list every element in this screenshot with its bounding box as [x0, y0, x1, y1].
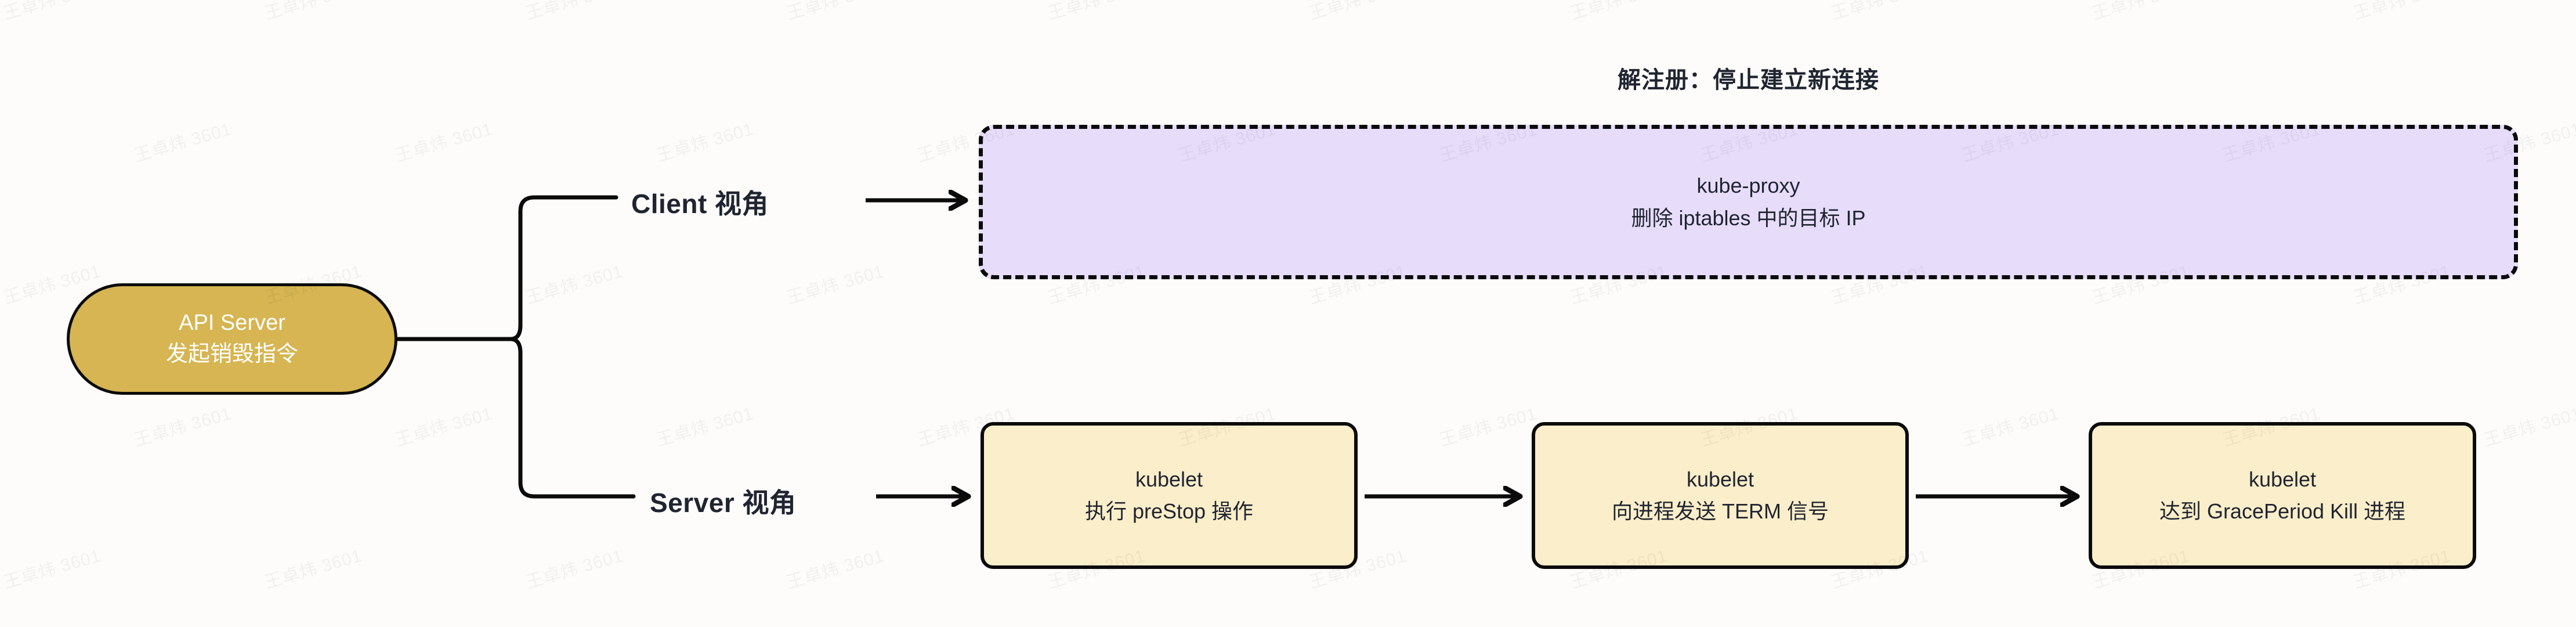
node-kubelet-graceperiod-kill[interactable]: kubelet 达到 GracePeriod Kill 进程 [2089, 422, 2476, 569]
node-kubelet-prestop-line1: kubelet [1135, 467, 1203, 491]
node-kubelet-prestop[interactable]: kubelet 执行 preStop 操作 [981, 422, 1358, 569]
node-kube-proxy-line1: kube-proxy [1696, 174, 1800, 198]
node-api-server-line2: 发起销毁指令 [165, 342, 298, 366]
branch-label-client: Client 视角 [631, 189, 769, 219]
connector-fork-up [508, 195, 618, 341]
node-kube-proxy[interactable]: kube-proxy 删除 iptables 中的目标 IP [979, 125, 2518, 279]
node-kubelet-term-signal[interactable]: kubelet 向进程发送 TERM 信号 [1532, 422, 1909, 569]
node-kubelet-graceperiod-kill-line1: kubelet [2248, 467, 2317, 491]
node-kubelet-term-signal-line1: kubelet [1686, 467, 1754, 491]
node-api-server-line1: API Server [179, 311, 285, 336]
section-title: 解注册：停止建立新连接 [1618, 67, 1879, 93]
connector-fork-down [508, 337, 636, 499]
branch-label-server: Server 视角 [650, 488, 797, 518]
node-api-server[interactable]: API Server 发起销毁指令 [67, 283, 397, 395]
node-kubelet-graceperiod-kill-line2: 达到 GracePeriod Kill 进程 [2159, 499, 2406, 523]
node-kubelet-term-signal-line2: 向进程发送 TERM 信号 [1612, 499, 1829, 523]
node-kubelet-prestop-line2: 执行 preStop 操作 [1084, 499, 1254, 523]
node-kube-proxy-line2: 删除 iptables 中的目标 IP [1631, 206, 1866, 230]
